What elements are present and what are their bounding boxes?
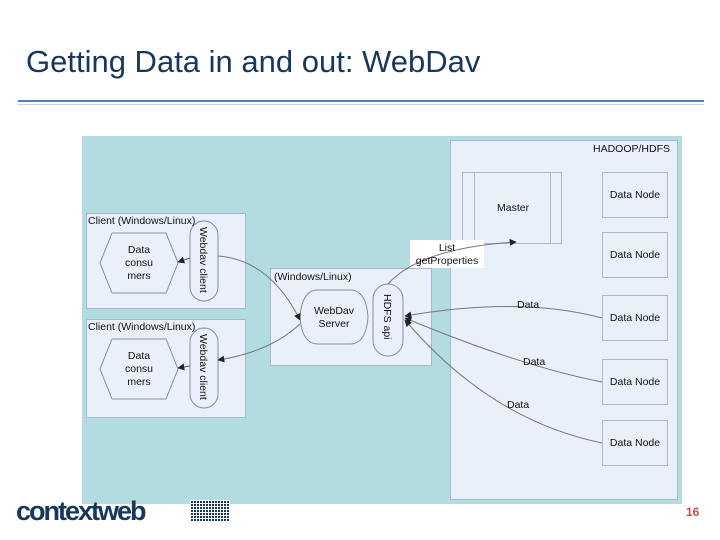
hdfs-api-label: HDFS api bbox=[381, 294, 393, 340]
webdav-client-shape-1 bbox=[189, 220, 219, 302]
arrow-server-to-client2 bbox=[217, 323, 301, 363]
webdav-client-label-2: Webdav client bbox=[197, 334, 209, 400]
webdav-client-label-1: Webdav client bbox=[197, 227, 209, 293]
data-consumer-shape-2 bbox=[99, 338, 179, 400]
master-call-label: List getProperties bbox=[415, 242, 479, 267]
logo-grid-mark bbox=[190, 500, 230, 522]
title-rule-shadow bbox=[18, 104, 704, 105]
arrow-datanode5-to-hdfs bbox=[404, 319, 603, 444]
data-label-3: Data bbox=[507, 399, 530, 411]
arrow-client1-to-server bbox=[217, 255, 301, 321]
slide-title: Getting Data in and out: WebDav bbox=[26, 44, 481, 79]
data-node-4: Data Node bbox=[602, 359, 668, 405]
company-logo: contextweb bbox=[16, 496, 147, 526]
page-number: 16 bbox=[686, 505, 700, 519]
master-label: Master bbox=[497, 202, 530, 214]
data-node-2: Data Node bbox=[602, 232, 668, 278]
webdav-server-shape bbox=[299, 289, 369, 345]
data-consumer-label-1: Data consu mers bbox=[124, 244, 154, 282]
arrow-client2-to-consumer bbox=[177, 363, 191, 371]
webdav-server-label: WebDav Server bbox=[313, 305, 355, 330]
title-rule bbox=[18, 100, 704, 102]
webdav-client-shape-2 bbox=[189, 327, 219, 409]
master-box-left-bar bbox=[474, 172, 475, 244]
data-consumer-label-2: Data consu mers bbox=[124, 350, 154, 388]
data-consumer-shape-1 bbox=[99, 232, 179, 294]
arrow-datanode3-to-hdfs bbox=[404, 305, 603, 319]
data-label-1: Data bbox=[517, 299, 540, 311]
hadoop-label: HADOOP/HDFS bbox=[593, 143, 671, 155]
client-title-2: Client (Windows/Linux) bbox=[88, 321, 196, 333]
data-node-5: Data Node bbox=[602, 420, 668, 466]
arrow-server-to-master bbox=[387, 238, 517, 285]
master-call-box bbox=[410, 240, 484, 268]
data-label-2: Data bbox=[523, 356, 546, 368]
arrow-datanode4-to-hdfs bbox=[404, 317, 603, 383]
client-title-1: Client (Windows/Linux) bbox=[88, 215, 196, 227]
server-title: (Windows/Linux) bbox=[274, 271, 352, 283]
data-node-3: Data Node bbox=[602, 295, 668, 341]
master-box-right-bar bbox=[550, 172, 551, 244]
data-node-1: Data Node bbox=[602, 172, 668, 218]
arrow-client1-to-consumer bbox=[177, 256, 191, 264]
